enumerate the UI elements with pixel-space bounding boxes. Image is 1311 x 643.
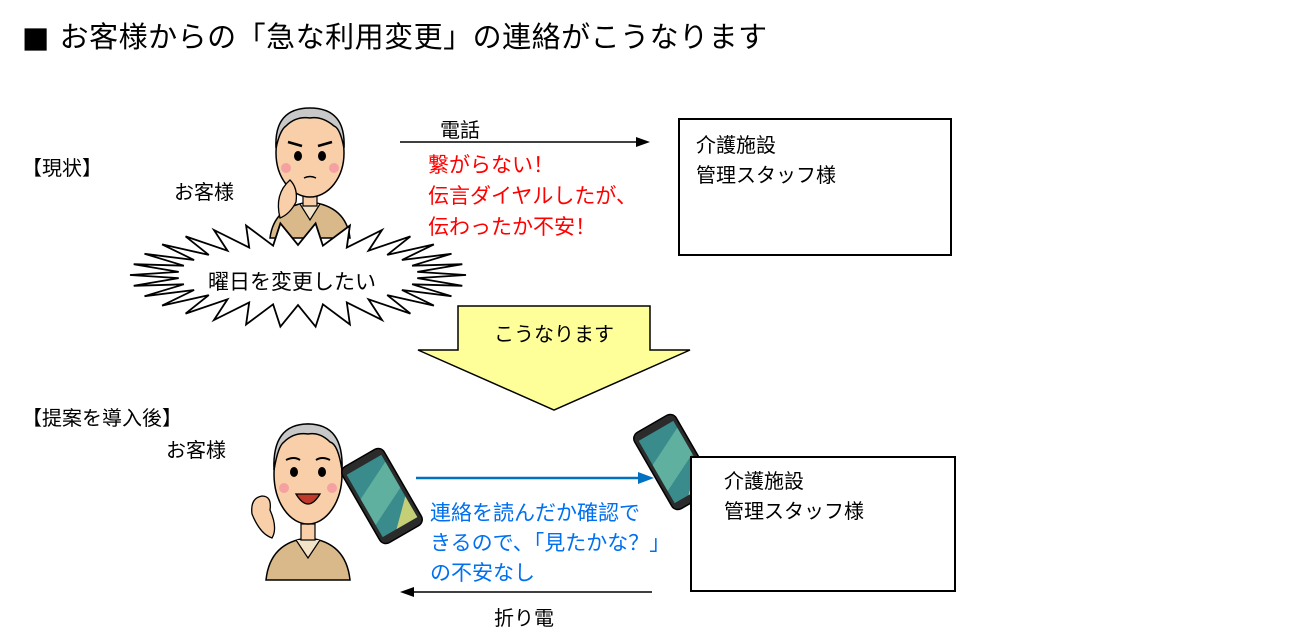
smartphone-icon <box>341 447 423 545</box>
proposed-customer-label: お客様 <box>166 438 226 462</box>
message-arrow <box>416 472 654 484</box>
benefit-line: の不安なし <box>430 561 535 585</box>
facility-box-proposed: 介護施設 管理スタッフ様 <box>690 456 956 592</box>
current-section-label: 【現状】 <box>22 156 102 180</box>
callback-label: 折り電 <box>494 606 554 630</box>
problem-line: 伝言ダイヤルしたが、 <box>428 184 637 208</box>
speech-burst-text: 曜日を変更したい <box>208 270 376 294</box>
benefit-line: きるので、「見たかな？」 <box>430 531 671 555</box>
callback-arrow <box>400 587 652 597</box>
phone-call-arrow <box>400 137 650 147</box>
facility-name: 介護施設 <box>724 469 804 493</box>
worried-customer-illustration <box>269 107 351 239</box>
problem-line: 伝わったか不安！ <box>428 215 596 239</box>
benefit-line: 連絡を読んだか確認で <box>430 501 640 525</box>
facility-staff: 管理スタッフ様 <box>724 499 864 523</box>
benefit-text: 連絡を読んだか確認で きるので、「見たかな？」 の不安なし <box>430 498 670 588</box>
facility-staff: 管理スタッフ様 <box>696 163 836 187</box>
transition-down-arrow <box>417 305 691 411</box>
problem-line: 繋がらない！ <box>428 153 554 177</box>
facility-box-current: 介護施設 管理スタッフ様 <box>678 118 952 256</box>
problem-text: 繋がらない！ 伝言ダイヤルしたが、 伝わったか不安！ <box>428 150 637 243</box>
page-title: ■ お客様からの「急な利用変更」の連絡がこうなります <box>22 20 768 54</box>
speech-burst-shape <box>129 221 467 329</box>
proposed-section-label: 【提案を導入後】 <box>22 406 182 430</box>
phone-arrow-label: 電話 <box>440 118 480 142</box>
transition-label: こうなります <box>494 322 614 346</box>
current-customer-label: お客様 <box>174 180 234 204</box>
facility-name: 介護施設 <box>696 133 776 157</box>
